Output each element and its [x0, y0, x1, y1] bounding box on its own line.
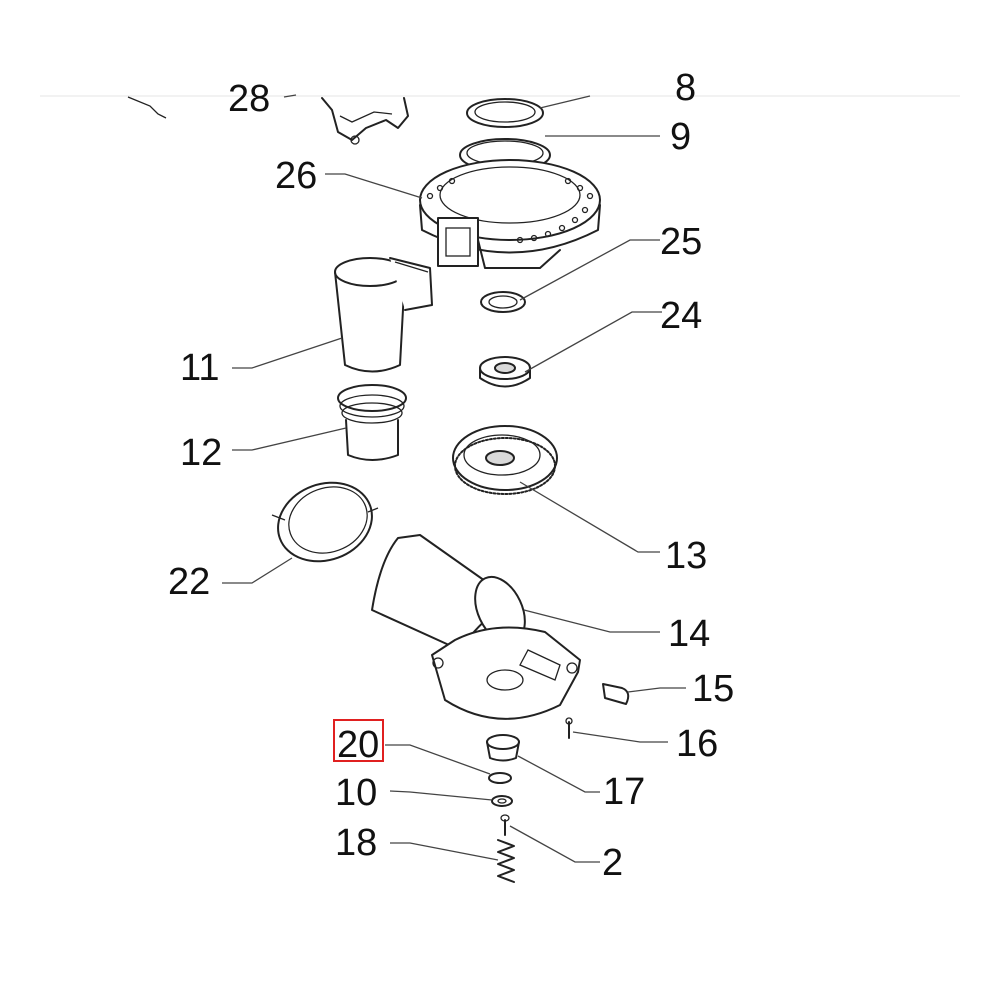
- highlight-box: [333, 719, 384, 762]
- part-28-bracket: [127, 96, 409, 145]
- label-26: 26: [275, 155, 317, 197]
- part-26-housing: [419, 159, 601, 269]
- label-8: 8: [675, 67, 696, 109]
- label-2: 2: [602, 842, 623, 884]
- part-24-bearing: [479, 356, 531, 388]
- label-14: 14: [668, 613, 710, 655]
- leader-lines: [222, 94, 686, 863]
- label-16: 16: [676, 723, 718, 765]
- label-22: 22: [168, 561, 210, 603]
- part-labels: 28 8 9 26 25 24 11 12 13 22 14 15 16 20 …: [168, 67, 734, 884]
- label-18: 18: [335, 822, 377, 864]
- label-15: 15: [692, 668, 734, 710]
- label-9: 9: [670, 116, 691, 158]
- label-24: 24: [660, 295, 702, 337]
- part-15-clip: [602, 683, 630, 705]
- label-11: 11: [180, 347, 219, 389]
- part-13-gear: [452, 425, 558, 495]
- label-25: 25: [660, 221, 702, 263]
- label-17: 17: [603, 771, 645, 813]
- part-17-cup: [486, 734, 520, 762]
- part-25-washer: [480, 291, 526, 313]
- part-20-washer: [488, 772, 512, 784]
- label-20: 20: [337, 724, 379, 766]
- part-11-funnel: [334, 257, 433, 373]
- part-2-pin: [500, 814, 510, 836]
- part-18-spring: [497, 839, 515, 883]
- label-28: 28: [228, 78, 270, 120]
- part-14-motor: [371, 534, 581, 720]
- label-13: 13: [665, 535, 707, 577]
- part-8-ring: [466, 98, 544, 128]
- part-12-filter: [337, 384, 407, 461]
- part-10-nut: [491, 795, 513, 807]
- part-22-clamp-ring: [271, 481, 379, 563]
- label-10: 10: [335, 772, 377, 814]
- label-12: 12: [180, 432, 222, 474]
- part-16-screw: [565, 717, 573, 739]
